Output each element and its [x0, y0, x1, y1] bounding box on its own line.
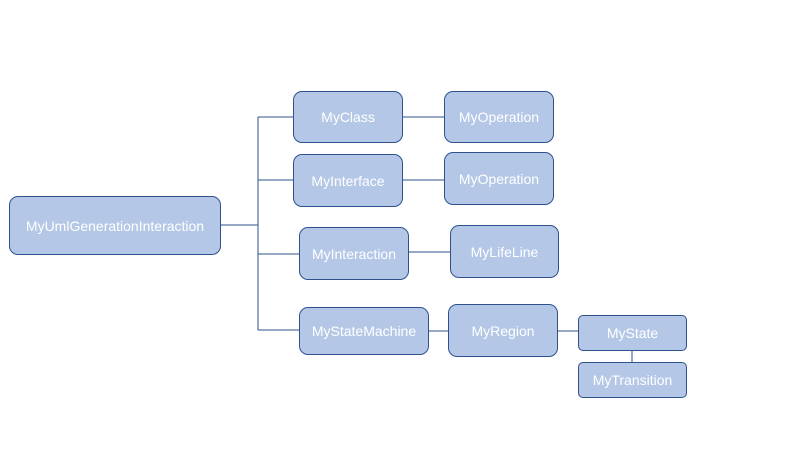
- node-myregion: MyRegion: [448, 304, 558, 357]
- node-mystatemachine: MyStateMachine: [299, 307, 429, 355]
- node-myinterface: MyInterface: [293, 154, 403, 207]
- node-mytransition: MyTransition: [578, 362, 687, 398]
- node-root: MyUmlGenerationInteraction: [9, 196, 221, 255]
- node-mystate: MyState: [578, 315, 687, 351]
- node-myinteraction: MyInteraction: [299, 227, 409, 280]
- node-myinterface-operation: MyOperation: [444, 152, 554, 205]
- node-mylifeline: MyLifeLine: [450, 225, 559, 278]
- node-myclass-operation: MyOperation: [444, 91, 554, 143]
- node-myclass: MyClass: [293, 91, 403, 143]
